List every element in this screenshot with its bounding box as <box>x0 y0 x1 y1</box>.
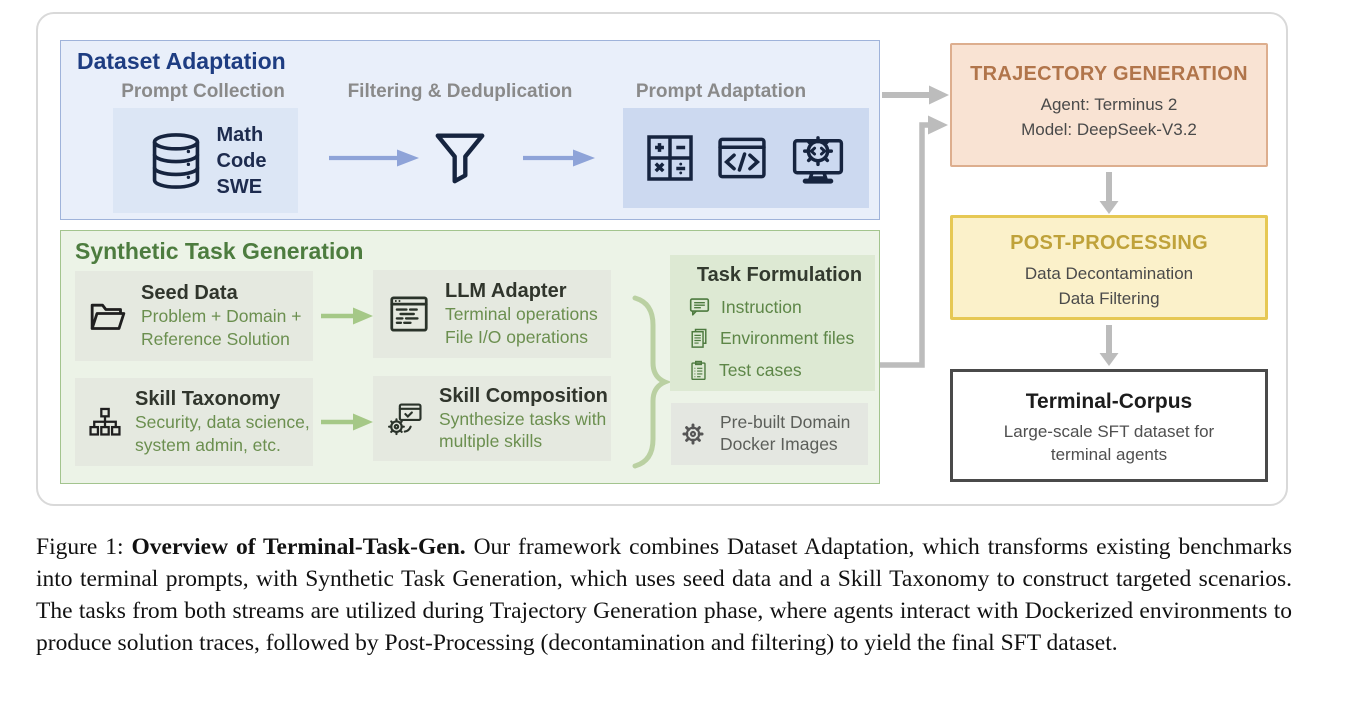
prompt-collection-box: Math Code SWE <box>113 108 298 213</box>
gear-window-icon <box>388 402 422 435</box>
figure-caption: Figure 1: Overview of Terminal-Task-Gen.… <box>36 531 1292 659</box>
llm-adapter-line: Terminal operations <box>445 304 598 325</box>
docker-images-box: Pre-built Domain Docker Images <box>671 403 868 465</box>
dataset-adaptation-panel: Dataset Adaptation Prompt Collection Fil… <box>60 40 880 220</box>
llm-adapter-box: LLM Adapter Terminal operations File I/O… <box>373 270 611 358</box>
task-item-label: Instruction <box>721 296 802 317</box>
prompt-adaptation-box <box>623 108 869 208</box>
post-processing-line: Data Decontamination <box>1024 264 1194 283</box>
post-processing-line: Data Filtering <box>1058 288 1160 308</box>
monitor-gear-icon <box>792 136 844 184</box>
flow-arrows <box>880 85 1119 368</box>
skill-composition-title: Skill Composition <box>439 384 608 407</box>
source-math: Math <box>216 123 264 146</box>
documents-icon <box>691 328 707 348</box>
caption-prefix: Figure 1: <box>36 534 132 560</box>
docker-images-label: Pre-built Domain Docker Images <box>720 412 851 454</box>
seed-data-box: Seed Data Problem + Domain + Reference S… <box>75 271 313 361</box>
synthetic-task-generation-panel: Synthetic Task Generation Seed Data Prob… <box>60 230 880 484</box>
step-label-filtering-deduplication: Filtering & Deduplication <box>347 81 573 102</box>
trajectory-generation-box: TRAJECTORY GENERATION Agent: Terminus 2 … <box>950 43 1268 167</box>
task-item-label: Test cases <box>719 360 802 380</box>
source-code: Code <box>216 149 267 172</box>
trajectory-model-line: Model: DeepSeek-V3.2 <box>1021 119 1197 139</box>
code-window-icon <box>718 137 766 179</box>
figure-frame: Dataset Adaptation Prompt Collection Fil… <box>36 12 1288 506</box>
arrow-right-icon <box>321 307 373 325</box>
llm-adapter-line: File I/O operations <box>445 326 588 347</box>
trajectory-agent-line: Agent: Terminus 2 <box>1040 95 1178 114</box>
seed-data-title: Seed Data <box>141 282 238 305</box>
arrow-right-icon <box>523 149 595 167</box>
terminal-corpus-title: Terminal-Corpus <box>1025 390 1193 413</box>
math-operators-icon <box>647 135 693 181</box>
skill-composition-box: Skill Composition Synthesize tasks with … <box>373 376 611 461</box>
curly-brace <box>632 295 671 469</box>
arrow-right-icon <box>329 149 419 167</box>
terminal-corpus-subtitle: Large-scale SFT dataset for terminal age… <box>1003 422 1215 464</box>
llm-adapter-title: LLM Adapter <box>445 280 567 303</box>
source-swe: SWE <box>216 175 263 198</box>
terminal-window-icon <box>390 296 428 332</box>
clipboard-icon <box>691 360 706 381</box>
seed-data-subtitle: Problem + Domain + Reference Solution <box>141 306 302 349</box>
task-formulation-title: Task Formulation <box>696 264 863 286</box>
task-item-label: Environment files <box>720 328 855 348</box>
skill-composition-subtitle: Synthesize tasks with multiple skills <box>439 408 607 451</box>
trajectory-generation-title: TRAJECTORY GENERATION <box>970 63 1248 85</box>
gear-icon <box>682 423 704 445</box>
step-label-prompt-collection: Prompt Collection <box>121 81 285 102</box>
database-icon <box>152 132 199 189</box>
task-formulation-item: Test cases <box>688 359 875 382</box>
org-chart-icon <box>89 407 121 436</box>
prompt-collection-sources: Math Code SWE <box>217 122 267 200</box>
skill-taxonomy-title: Skill Taxonomy <box>135 388 281 411</box>
terminal-corpus-box: Terminal-Corpus Large-scale SFT dataset … <box>950 369 1268 482</box>
synthetic-task-generation-title: Synthetic Task Generation <box>75 238 364 264</box>
folder-icon <box>90 303 126 330</box>
step-label-prompt-adaptation: Prompt Adaptation <box>635 81 807 102</box>
skill-taxonomy-box: Skill Taxonomy Security, data science, s… <box>75 378 313 466</box>
funnel-icon <box>435 133 485 184</box>
speech-bubble-icon <box>689 298 710 316</box>
task-formulation-item: Environment files <box>688 327 875 350</box>
dataset-adaptation-title: Dataset Adaptation <box>77 48 286 74</box>
arrow-right-icon <box>321 413 373 431</box>
task-formulation-item: Instruction <box>688 296 875 318</box>
caption-bold-title: Overview of Terminal-Task-Gen. <box>131 534 466 560</box>
caption-body: Our framework combines Dataset Adaptatio… <box>36 534 1292 656</box>
skill-taxonomy-subtitle: Security, data science, system admin, et… <box>135 412 310 455</box>
post-processing-title: POST-PROCESSING <box>1010 232 1208 254</box>
task-formulation-box: Task Formulation Instruction Environment… <box>670 255 875 391</box>
post-processing-box: POST-PROCESSING Data Decontamination Dat… <box>950 215 1268 320</box>
